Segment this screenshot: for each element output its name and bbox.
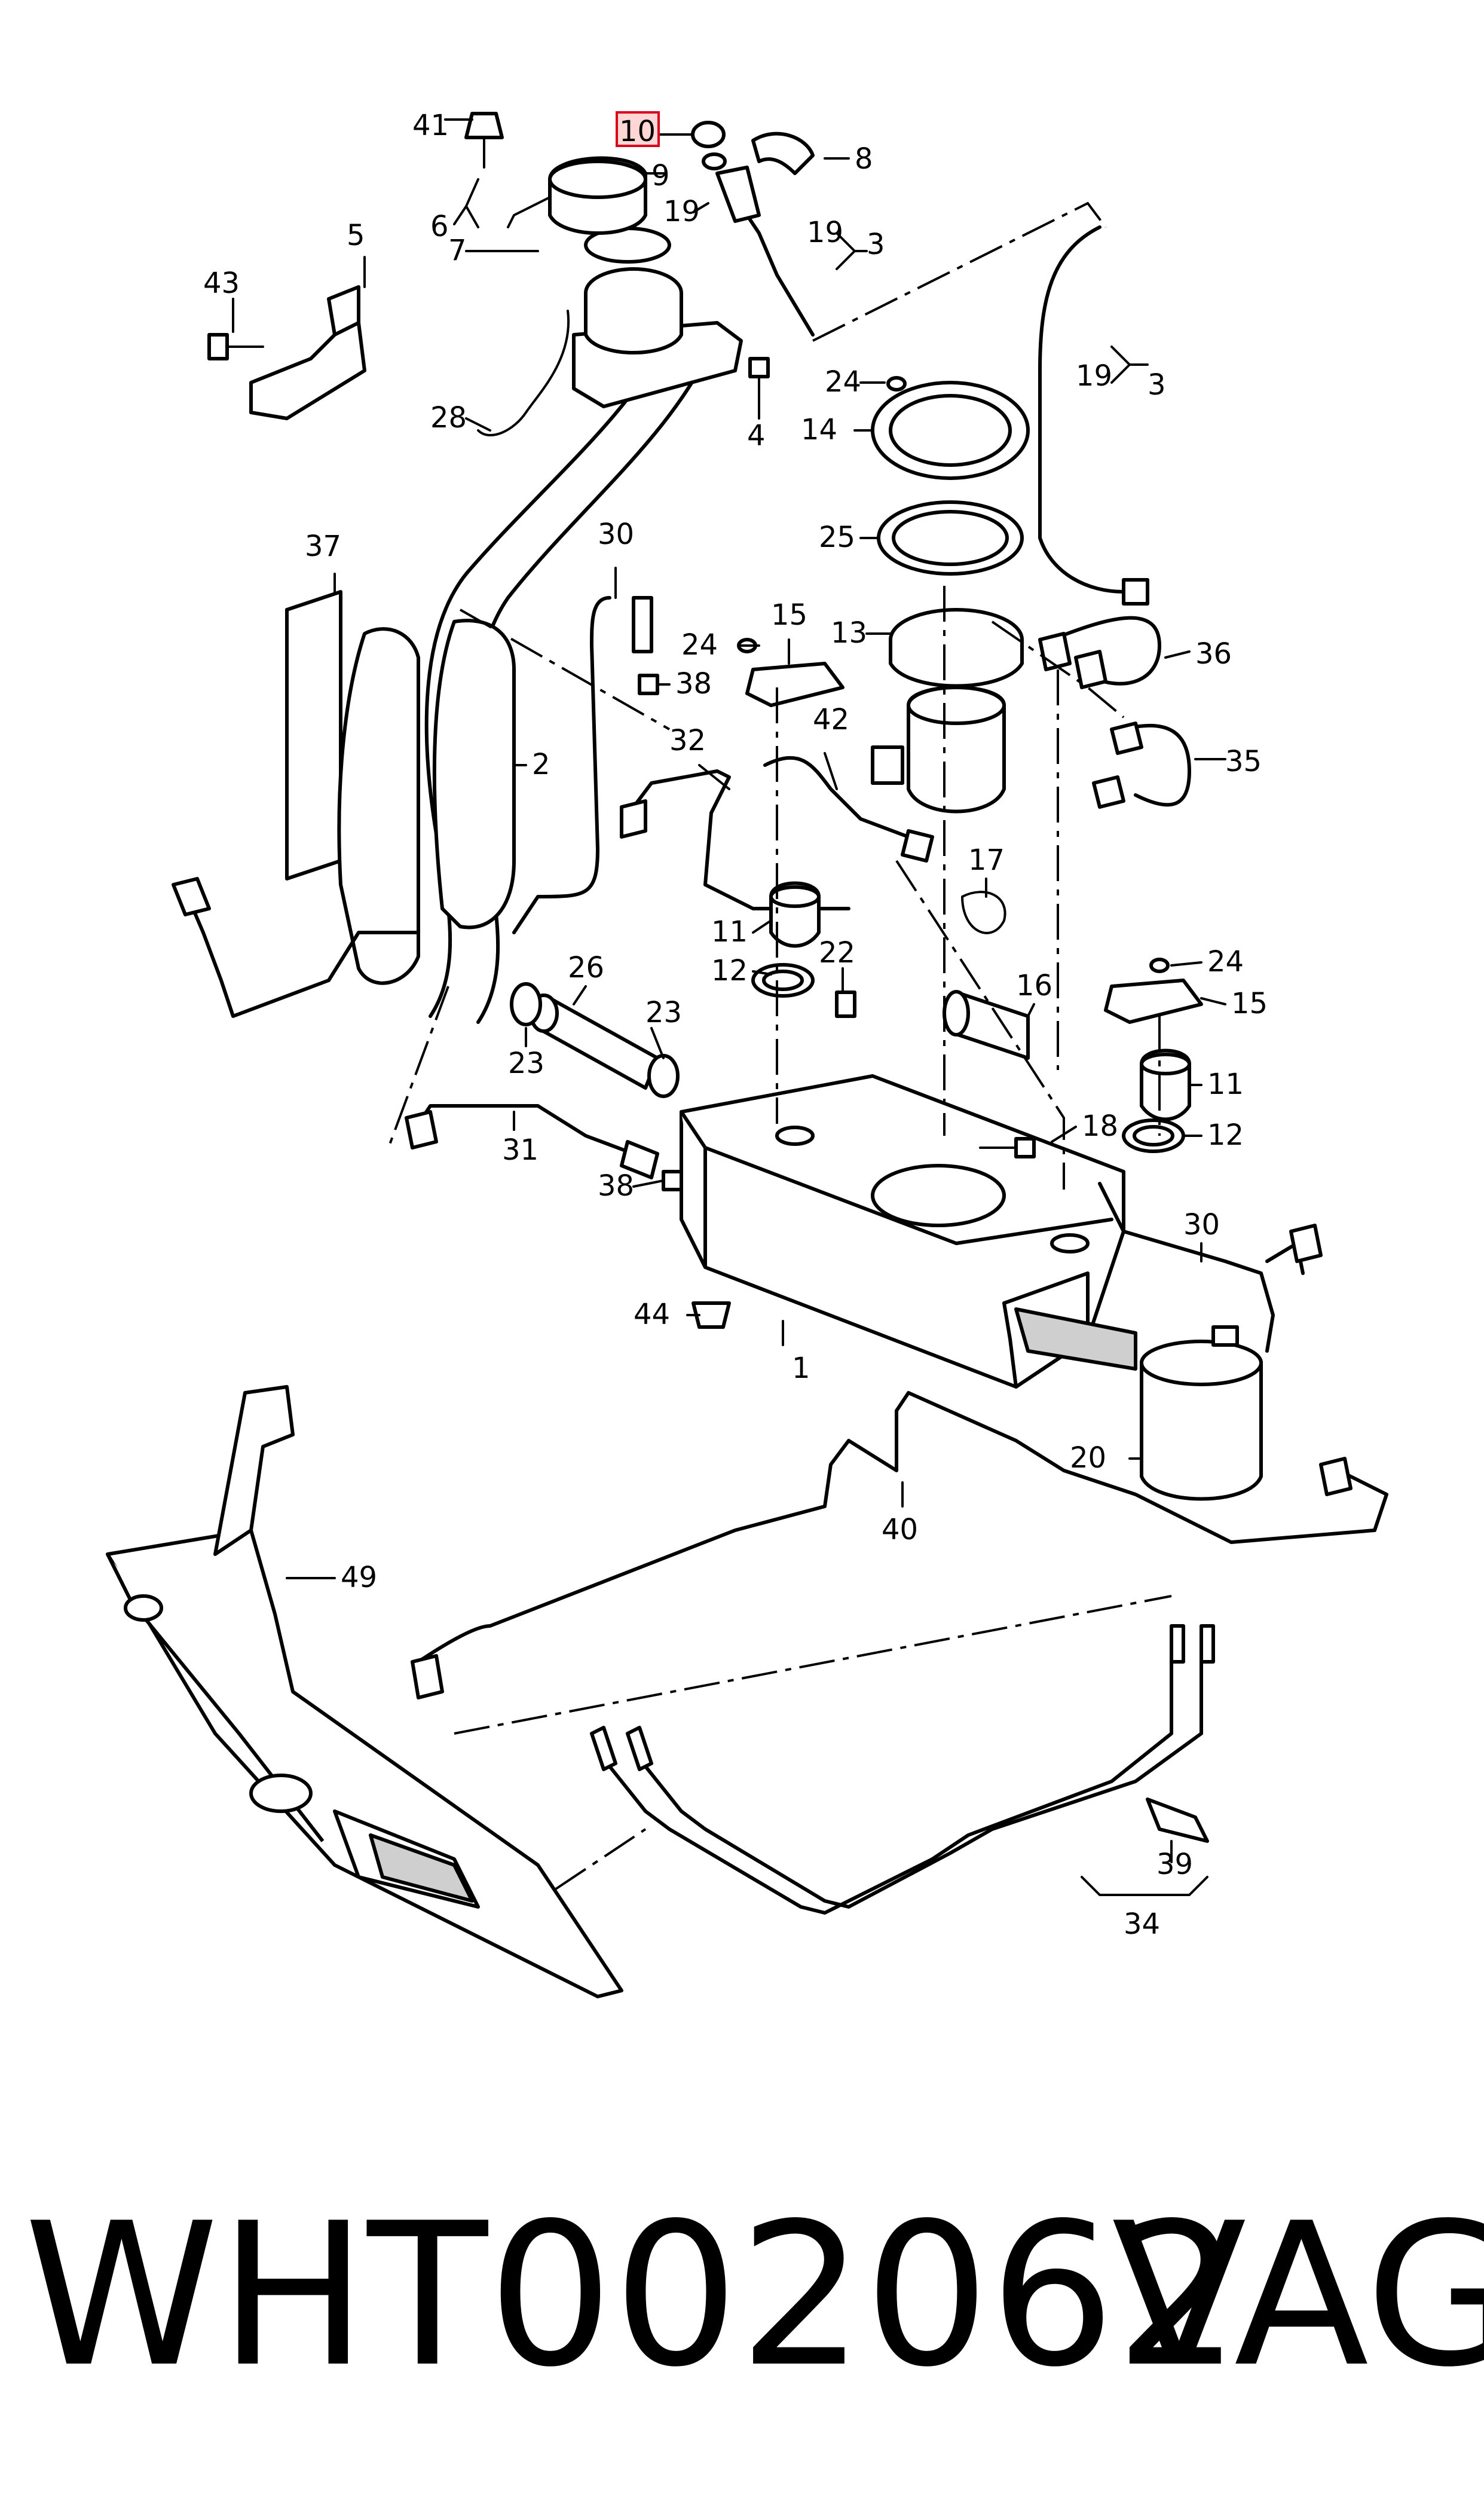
callout-23a: 23 bbox=[645, 996, 682, 1029]
callout-25: 25 bbox=[819, 521, 855, 554]
callout-36: 36 bbox=[1195, 637, 1232, 671]
callout-4: 4 bbox=[747, 419, 766, 453]
callout-37: 37 bbox=[305, 530, 341, 563]
callout-8: 8 bbox=[855, 142, 873, 176]
heat-shield-and-vent bbox=[172, 590, 516, 1018]
callout-19a: 19 bbox=[663, 195, 700, 228]
callout-41: 41 bbox=[412, 109, 449, 142]
callout-12b: 12 bbox=[1207, 1118, 1244, 1152]
callout-43: 43 bbox=[203, 267, 240, 300]
brand-name: VAG bbox=[1112, 2181, 1484, 2410]
callout-35: 35 bbox=[1225, 745, 1262, 778]
callout-2: 2 bbox=[532, 748, 550, 781]
leader-lines bbox=[232, 118, 1226, 1896]
callout-32: 32 bbox=[669, 724, 706, 757]
callout-1: 1 bbox=[792, 1352, 810, 1385]
callout-24b: 24 bbox=[681, 628, 718, 662]
callout-3a: 3 bbox=[867, 228, 885, 261]
callout-15a: 15 bbox=[771, 598, 807, 632]
callout-18: 18 bbox=[1082, 1109, 1118, 1143]
callout-38b: 38 bbox=[598, 1169, 634, 1203]
callout-labels: 10 41 9 8 19 19 3 5 6 7 43 24 19 3 28 14… bbox=[203, 109, 1268, 1941]
callout-15b: 15 bbox=[1231, 987, 1268, 1020]
callout-12a: 12 bbox=[711, 954, 748, 988]
upper-fuel-lines bbox=[512, 121, 1191, 934]
callout-34: 34 bbox=[1124, 1907, 1160, 1941]
part-number: WHT002062 bbox=[24, 2181, 1241, 2410]
callout-7: 7 bbox=[448, 234, 467, 267]
callout-19b: 19 bbox=[807, 216, 843, 249]
fuel-tank bbox=[405, 674, 1137, 1389]
callout-38a: 38 bbox=[675, 667, 712, 701]
callout-16: 16 bbox=[1016, 969, 1052, 1002]
callout-5: 5 bbox=[347, 219, 365, 252]
callout-6: 6 bbox=[430, 210, 449, 243]
callout-26: 26 bbox=[568, 951, 604, 985]
fuel-pump-module bbox=[871, 381, 1030, 814]
callout-40: 40 bbox=[882, 1513, 918, 1546]
charcoal-canister bbox=[411, 1182, 1388, 1699]
callout-30b: 30 bbox=[1183, 1208, 1220, 1242]
caption: WHT002062 VAG bbox=[0, 2128, 1484, 2463]
highlight-box bbox=[616, 111, 660, 147]
lower-fuel-lines bbox=[590, 1624, 1215, 1915]
callout-20: 20 bbox=[1070, 1441, 1106, 1475]
callout-28: 28 bbox=[430, 401, 467, 435]
callout-24a: 24 bbox=[825, 365, 861, 399]
callout-19c: 19 bbox=[1076, 359, 1112, 393]
fuel-system-exploded-diagram: 10 41 9 8 19 19 3 5 6 7 43 24 19 3 28 14… bbox=[106, 109, 1388, 1998]
connection-lines bbox=[387, 201, 1172, 1890]
callout-14: 14 bbox=[801, 413, 837, 447]
callout-42: 42 bbox=[813, 703, 849, 736]
callout-17: 17 bbox=[968, 843, 1005, 877]
callout-44: 44 bbox=[634, 1298, 670, 1331]
callout-10: 10 bbox=[619, 115, 656, 148]
callout-13: 13 bbox=[831, 616, 867, 650]
callout-31: 31 bbox=[502, 1133, 538, 1167]
callout-39: 39 bbox=[1156, 1848, 1193, 1881]
callout-30a: 30 bbox=[598, 518, 634, 551]
callout-22: 22 bbox=[819, 936, 855, 970]
callout-49: 49 bbox=[341, 1561, 377, 1594]
filler-neck-assembly bbox=[207, 112, 770, 1024]
callout-24c: 24 bbox=[1207, 945, 1244, 979]
underbody-shield bbox=[106, 1385, 623, 1998]
callout-3b: 3 bbox=[1148, 368, 1166, 402]
callout-11b: 11 bbox=[1207, 1068, 1244, 1101]
callout-11a: 11 bbox=[711, 915, 748, 949]
callout-23b: 23 bbox=[508, 1047, 544, 1080]
callout-9: 9 bbox=[651, 159, 670, 192]
